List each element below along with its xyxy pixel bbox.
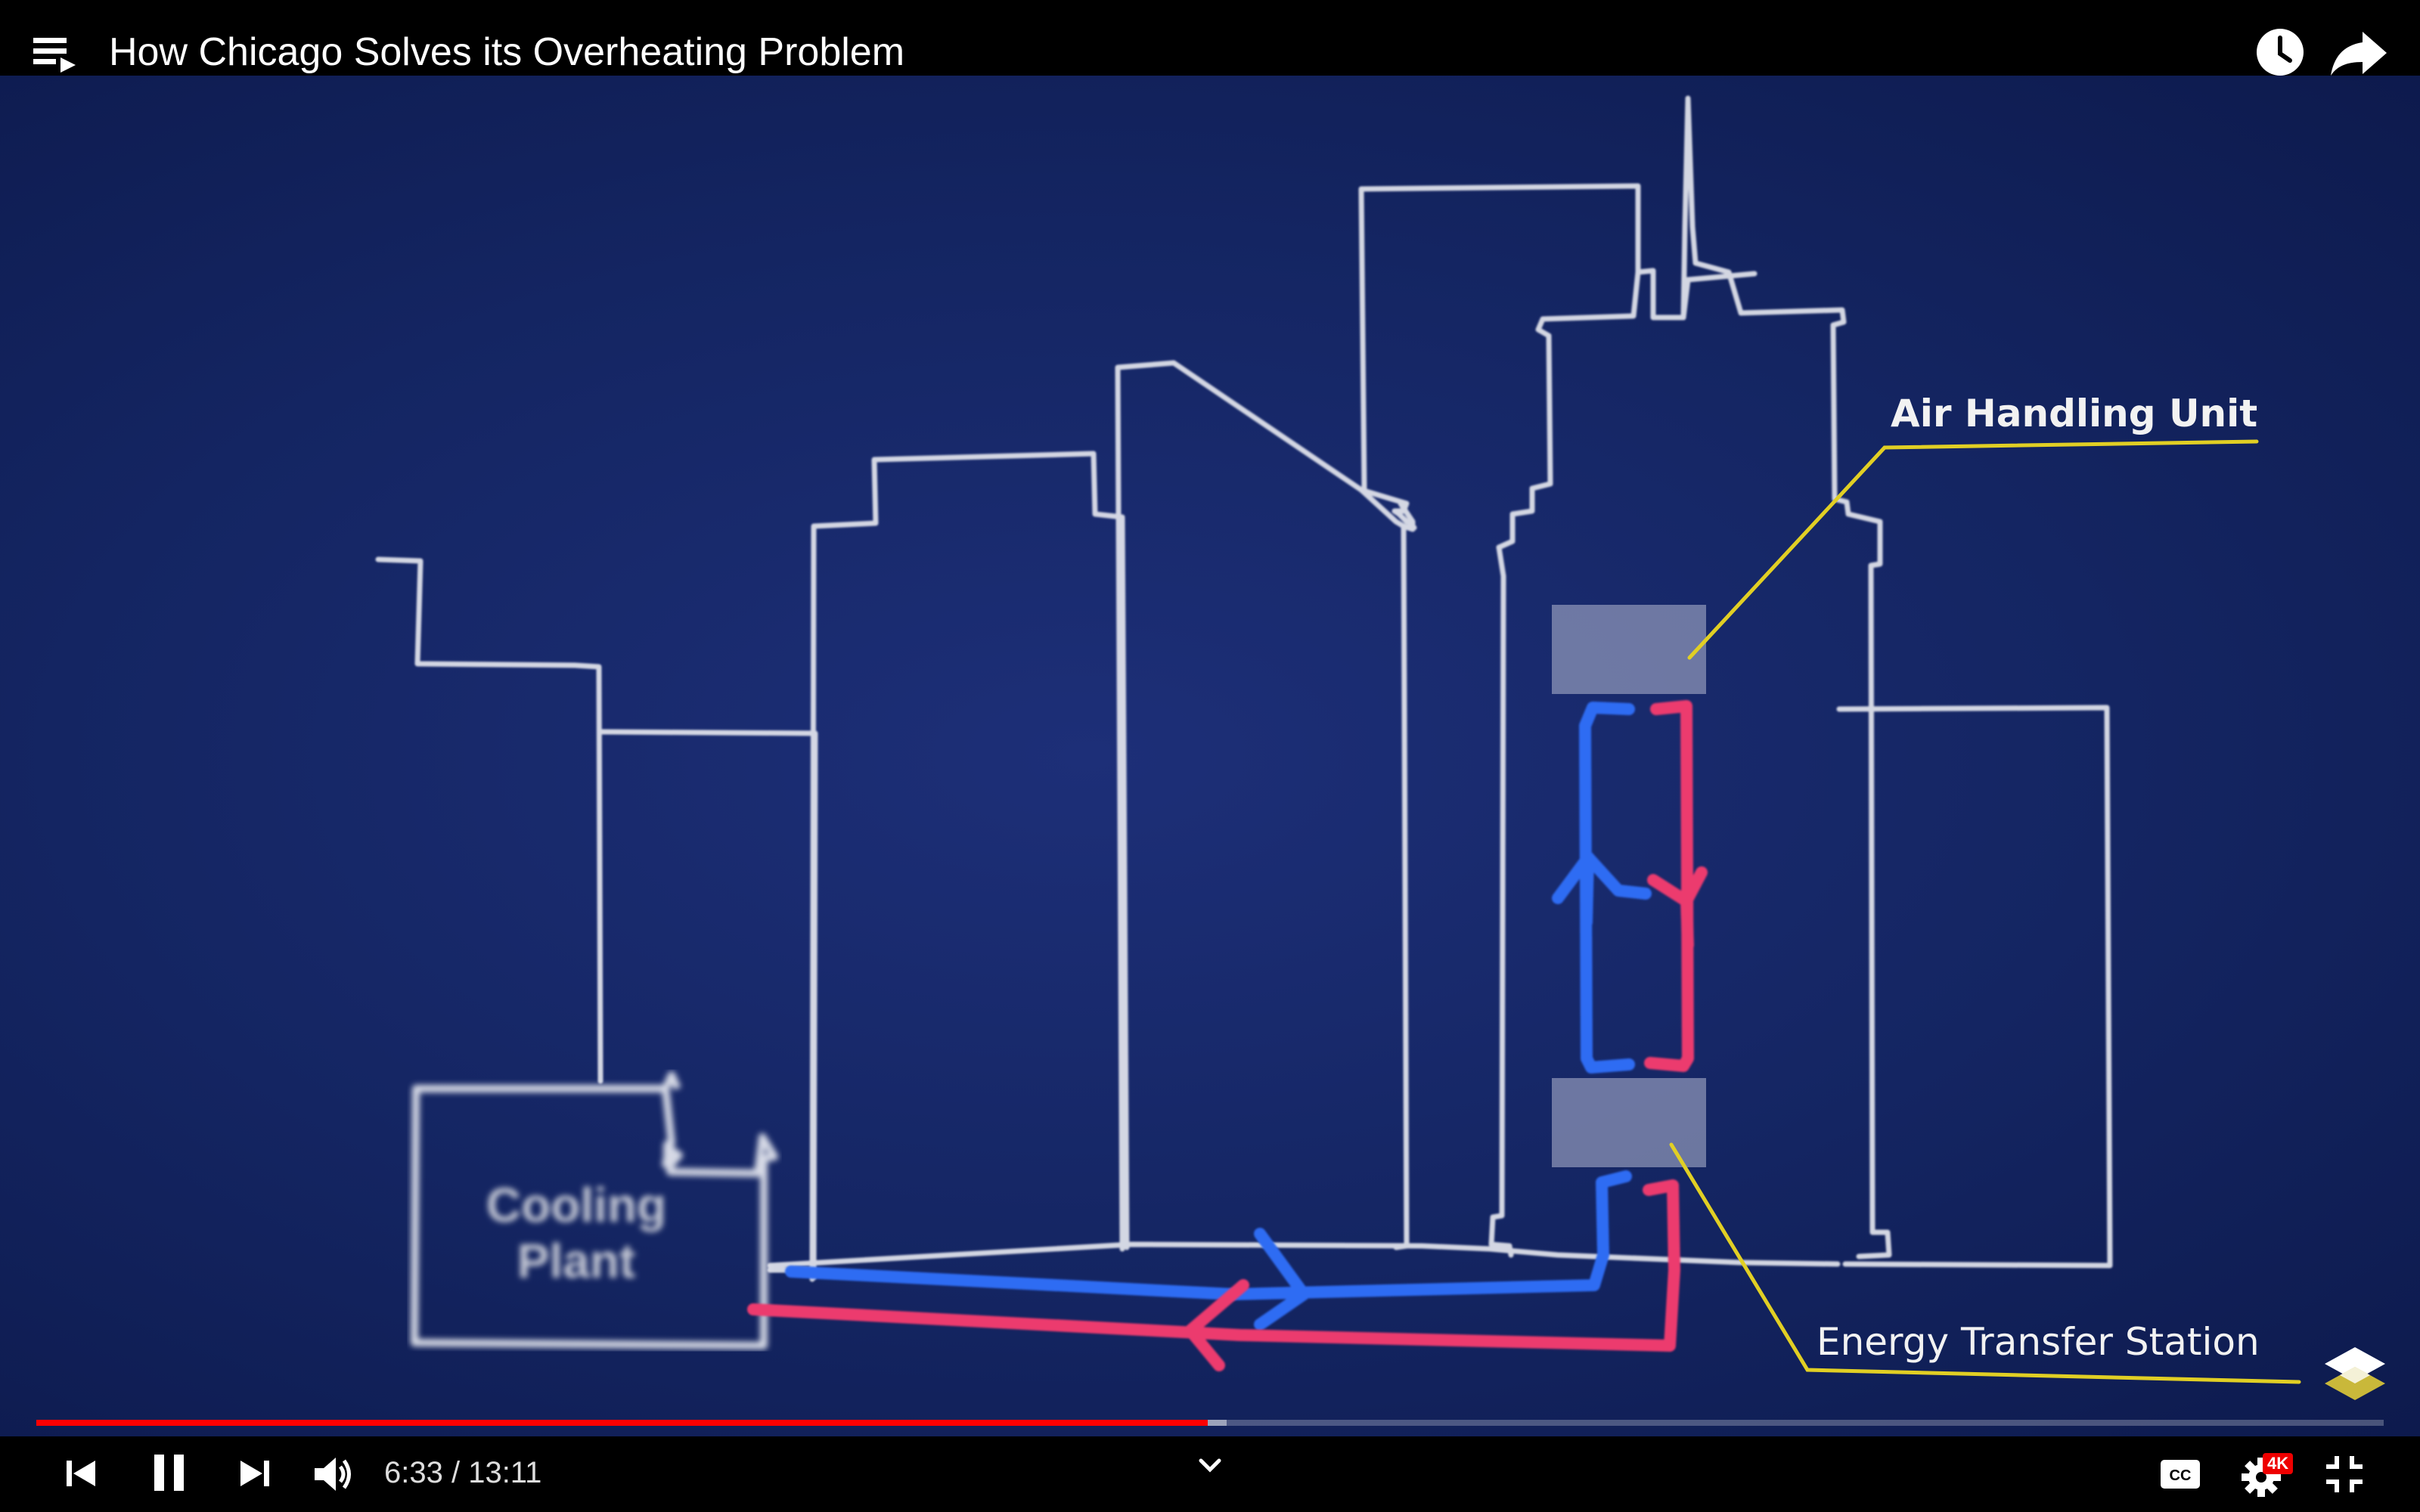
clock-icon[interactable] [2254, 26, 2307, 79]
skyscraper-main [1635, 95, 1892, 1259]
cooling-plant-label-line1: Cooling [486, 1178, 666, 1232]
share-arrow-icon[interactable] [2329, 27, 2390, 80]
energy-transfer-station-callout-line [1669, 1142, 2301, 1384]
skip-next-icon[interactable] [237, 1456, 272, 1491]
video-frame[interactable]: Cooling Plant Air Handli [0, 76, 2420, 1436]
building-right [1836, 705, 2113, 1269]
exit-fullscreen-icon[interactable] [2325, 1455, 2364, 1494]
air-handling-unit-box [1552, 605, 1706, 694]
chevron-down-icon[interactable] [1195, 1452, 1225, 1482]
ground-line [767, 1241, 1841, 1269]
gear-icon[interactable] [2240, 1456, 2282, 1498]
skip-previous-icon[interactable] [64, 1456, 98, 1491]
air-handling-unit-label: Air Handling Unit [1891, 392, 2257, 435]
building-4 [1115, 360, 1417, 1252]
progress-played [36, 1420, 1208, 1426]
volume-icon[interactable] [313, 1455, 355, 1494]
time-display: 6:33 / 13:11 [384, 1452, 541, 1494]
blueprint-sketch: Cooling Plant Air Handli [375, 95, 2385, 1400]
red-return-loop [747, 700, 1708, 1371]
playlist-icon[interactable] [33, 33, 86, 79]
current-time: 6:33 [384, 1456, 443, 1489]
energy-transfer-station-label: Energy Transfer Station [1817, 1320, 2260, 1364]
svg-text:CC: CC [2170, 1467, 2192, 1484]
building-3 [809, 451, 1130, 1282]
time-separator: / [442, 1456, 469, 1489]
closed-captions-icon[interactable]: CC [2160, 1459, 2201, 1489]
cooling-plant [411, 1071, 778, 1349]
settings-button[interactable]: 4K [2240, 1450, 2301, 1498]
cooling-plant-label-line2: Plant [517, 1234, 635, 1288]
title-bar: How Chicago Solves its Overheating Probl… [0, 0, 2420, 76]
blue-supply-loop [785, 702, 1652, 1331]
progress-track[interactable] [36, 1420, 2384, 1426]
quality-badge: 4K [2263, 1453, 2294, 1474]
building-far-left [375, 556, 603, 1084]
progress-bar[interactable] [36, 1418, 2384, 1427]
pause-icon[interactable] [150, 1450, 189, 1495]
video-title[interactable]: How Chicago Solves its Overheating Probl… [109, 30, 905, 74]
energy-transfer-station-box [1552, 1078, 1706, 1167]
player-controls: 6:33 / 13:11 CC 4K [0, 1436, 2420, 1512]
layers-logo-icon [2325, 1347, 2385, 1400]
duration: 13:11 [468, 1456, 542, 1489]
building-5-tall [1393, 523, 1410, 1250]
air-handling-unit-callout-line [1687, 439, 2259, 660]
